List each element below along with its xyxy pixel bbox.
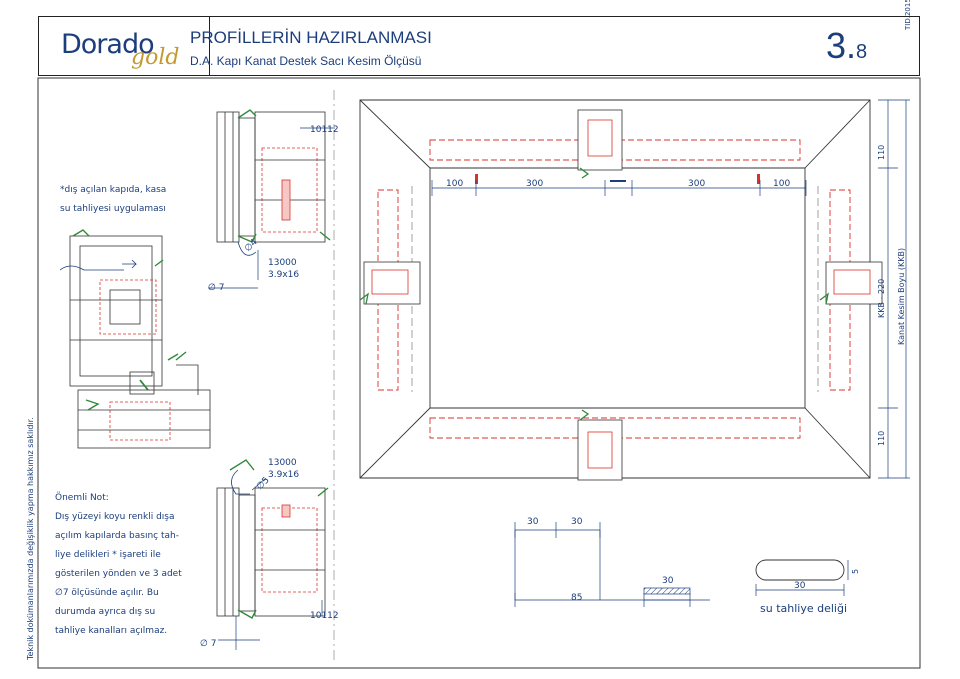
header-frame: Dorado gold [38, 16, 920, 76]
drawing-border [37, 77, 921, 669]
screw-code-bottom-2: 3.9x16 [268, 470, 299, 480]
profile-cross-sections [359, 109, 883, 481]
page-number-minor: 8 [856, 41, 868, 63]
screw-markers [475, 174, 760, 184]
diameter-7-top: ∅ 7 [208, 283, 224, 293]
screw-code-top-1: 13000 [268, 258, 297, 268]
note-title: Önemli Not: [55, 493, 109, 503]
header-divider [209, 17, 210, 75]
note-line-5: ∅7 ölçüsünde açılır. Bu [55, 588, 159, 598]
dim-top-300-right: 300 [688, 179, 705, 189]
dim-slot-30: 30 [662, 576, 674, 586]
dim-slot-85: 85 [571, 593, 582, 603]
screw-code-bottom-1: 13000 [268, 458, 297, 468]
profile-code-top: 10112 [310, 125, 339, 135]
slot-caption: su tahliye deliği [760, 602, 847, 615]
drain-slot-hatched [643, 587, 691, 595]
dim-top-100-right: 100 [773, 179, 790, 189]
drain-note-line1: *dış açılan kapıda, kasa [60, 185, 166, 195]
right-dimension-line [878, 99, 910, 479]
logo-text-sub: gold [131, 45, 180, 70]
drain-slot-detail [755, 559, 849, 596]
frame-sash-section-bottom [216, 459, 329, 619]
dim-right-kkb: KKB - 220 [877, 279, 886, 318]
dim-bottom-30-right: 30 [571, 517, 583, 527]
frame-sash-section-top [59, 109, 331, 449]
logo-text-main: Dorado [61, 29, 155, 60]
dim-right-110-bottom: 110 [877, 431, 886, 446]
page-subtitle: D.A. Kapı Kanat Destek Sacı Kesim Ölçüsü [190, 54, 422, 68]
page-title: PROFİLLERİN HAZIRLANMASI [190, 28, 432, 47]
screw-code-top-2: 3.9x16 [268, 270, 299, 280]
top-dimension-line [431, 180, 807, 196]
slot-width: 30 [794, 581, 806, 591]
dim-right-kanat: Kanat Kesim Boyu (KKB) [897, 248, 906, 345]
page-number: 3.8 [826, 26, 867, 72]
dim-bottom-30-left: 30 [527, 517, 539, 527]
note-line-6: durumda ayrıca dış su [55, 607, 156, 617]
note-line-2: açılım kapılarda basınç tah- [55, 531, 179, 541]
slot-height: 5 [851, 569, 860, 574]
important-note: Önemli Not: Dış yüzeyi koyu renkli dışa … [55, 492, 245, 644]
bottom-dimension-lines [514, 522, 710, 607]
dorado-gold-logo: Dorado gold [53, 23, 193, 71]
dim-top-100-left: 100 [446, 179, 463, 189]
note-line-1: Dış yüzeyi koyu renkli dışa [55, 512, 175, 522]
drain-note-line2: su tahliyesi uygulaması [60, 204, 166, 214]
note-line-4: gösterilen yönden ve 3 adet [55, 569, 182, 579]
sash-frame-outline [359, 99, 871, 479]
note-line-3: liye delikleri * işareti ile [55, 550, 161, 560]
diameter-7-bottom: ∅ 7 [200, 639, 216, 649]
dim-top-300-left: 300 [526, 179, 543, 189]
dim-right-110-top: 110 [877, 145, 886, 160]
page-number-major: 3. [826, 25, 857, 66]
profile-code-bottom: 10112 [310, 611, 339, 621]
note-line-7: tahliye kanalları açılmaz. [55, 626, 168, 636]
